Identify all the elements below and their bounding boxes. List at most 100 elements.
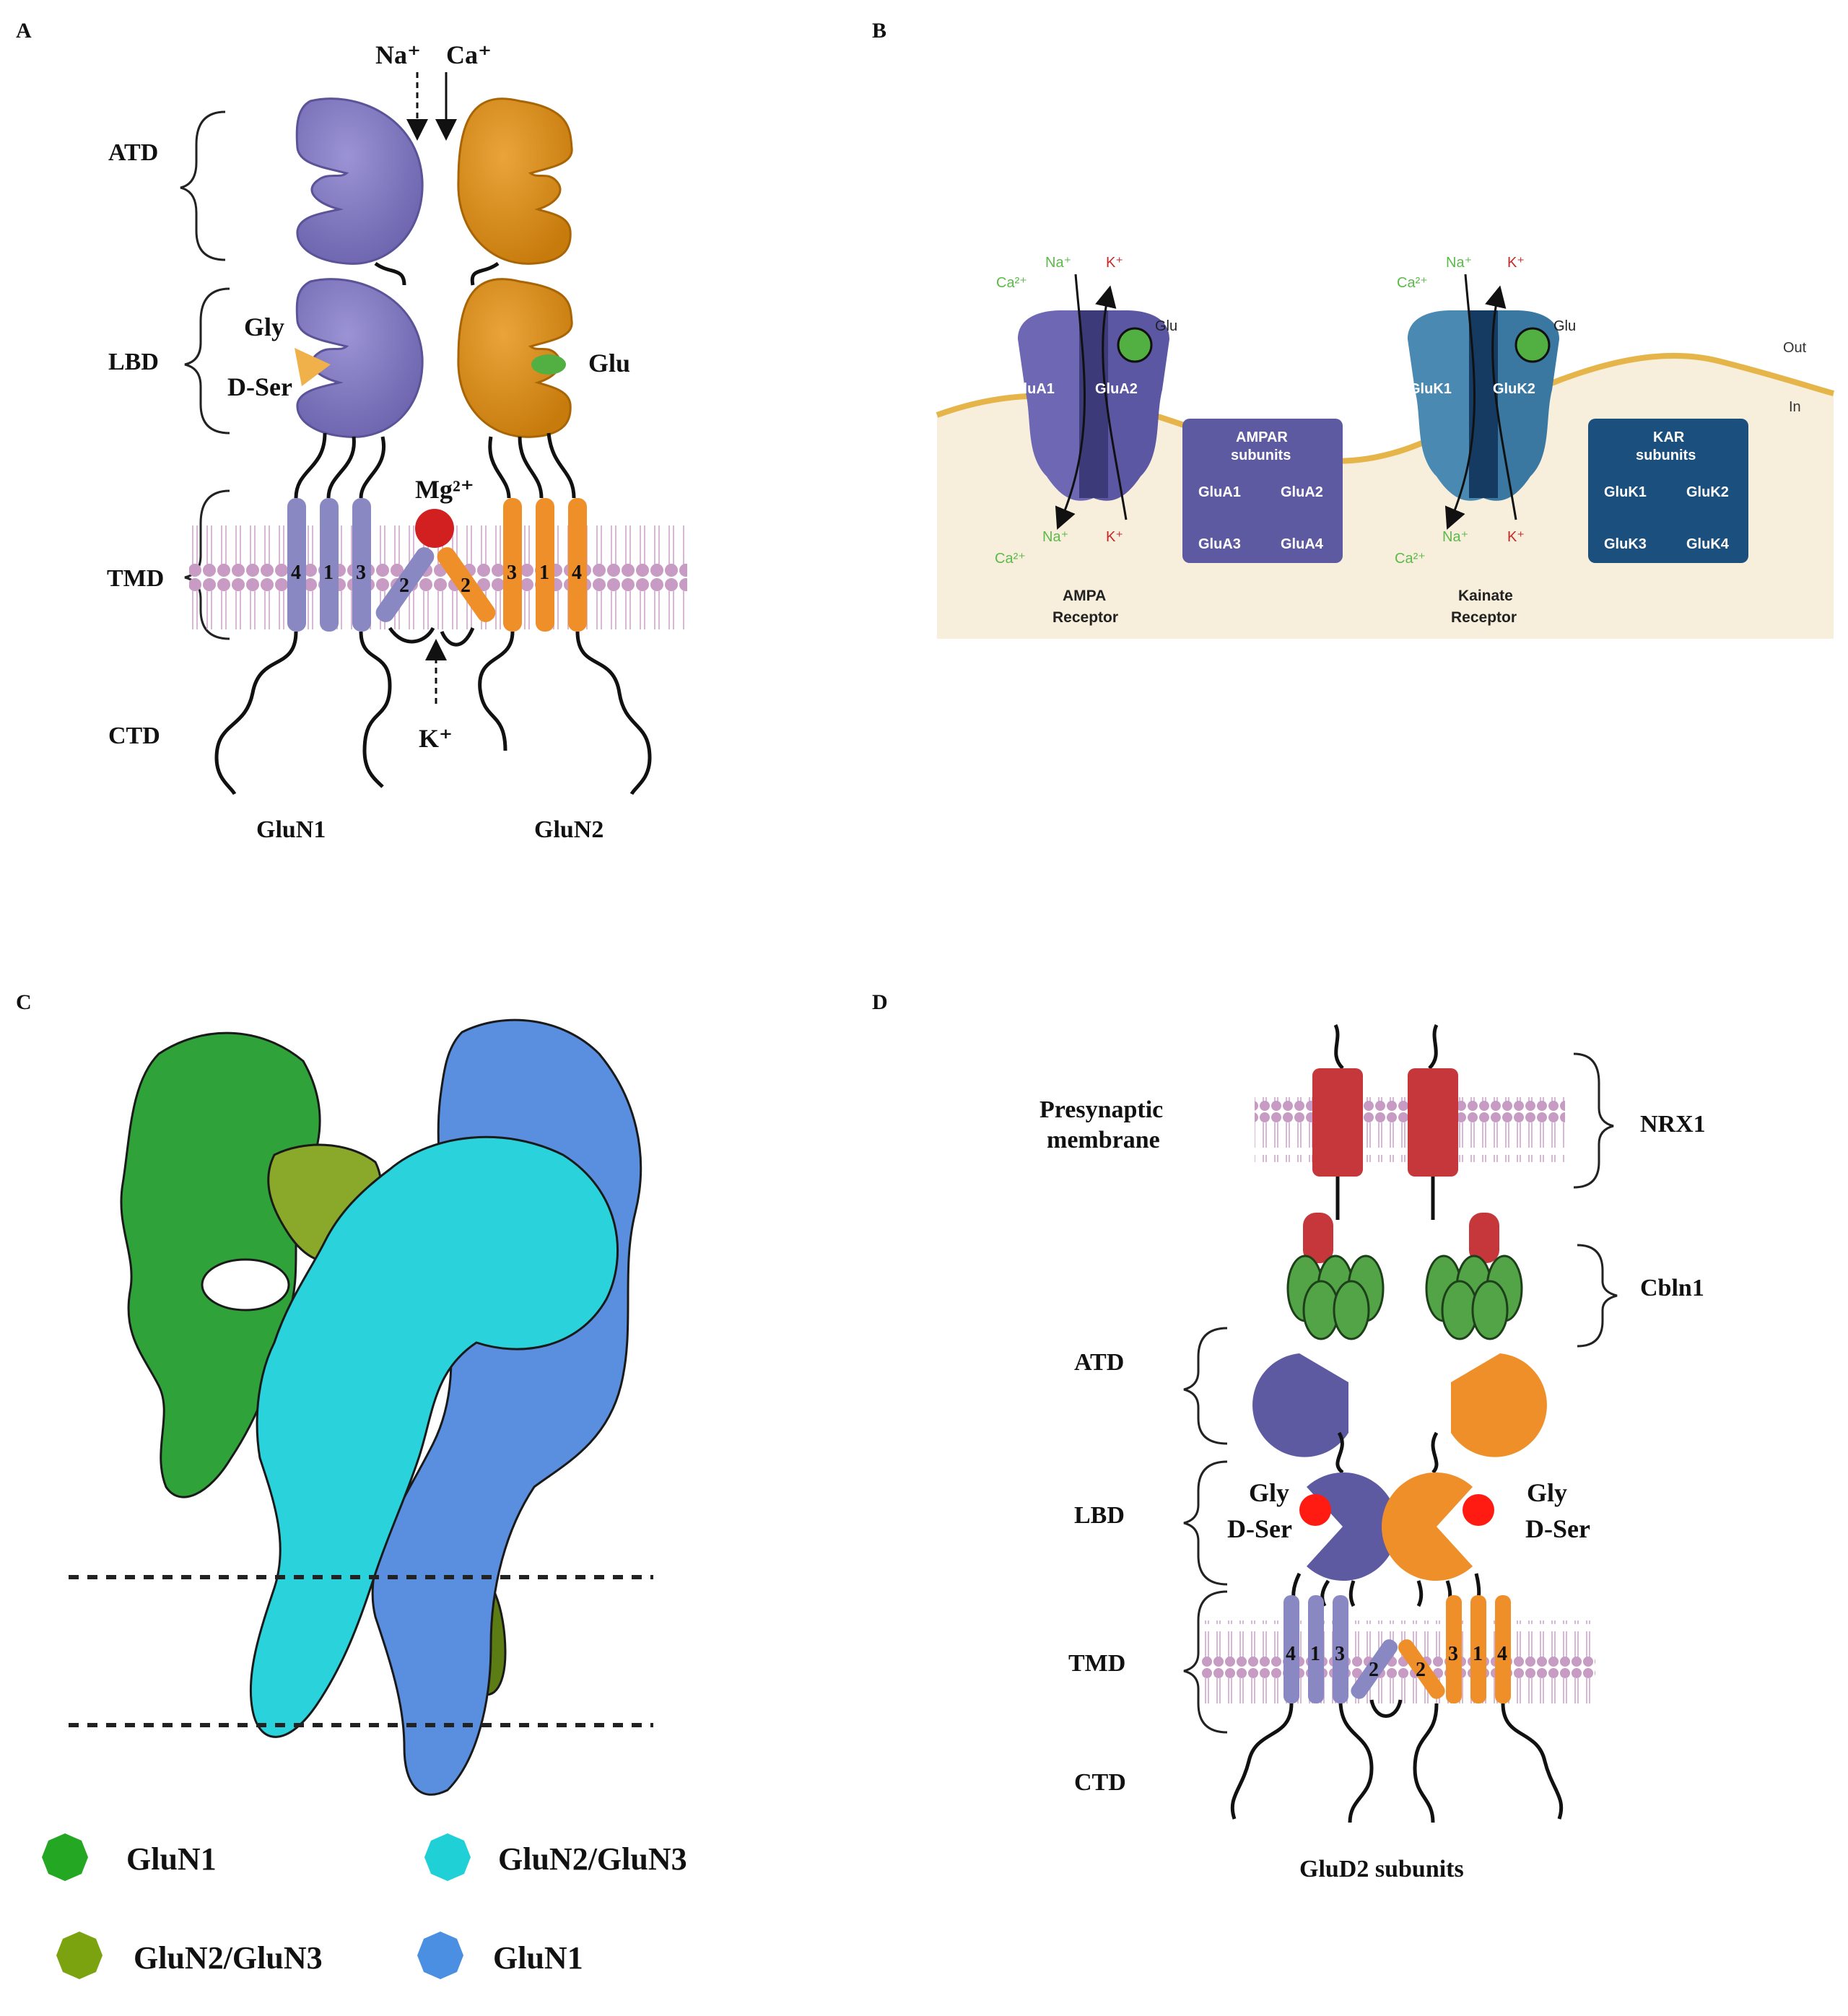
kar-box-title-2: subunits <box>1636 448 1696 463</box>
kainate-k-out: K⁺ <box>1507 255 1525 271</box>
kainate-caption-2: Receptor <box>1451 609 1517 626</box>
panel-b: B Out In Glu GluA1 GluA2 Ca²⁺ Na⁺ K⁺ Na⁺… <box>872 19 1834 639</box>
nrx1-right-bridge <box>1469 1213 1499 1263</box>
ampar-glua1: GluA1 <box>1198 484 1241 500</box>
d-right-helix-2 <box>1398 1639 1445 1699</box>
glu-ligand <box>531 354 566 375</box>
ca-label: Ca⁺ <box>446 40 492 69</box>
kainate-na-out: Na⁺ <box>1446 255 1472 271</box>
d-ctd-label: CTD <box>1074 1769 1126 1796</box>
kar-gluk1: GluK1 <box>1604 484 1647 500</box>
atd-label: ATD <box>108 139 158 166</box>
d-right-helix-3 <box>1446 1595 1462 1703</box>
panel-d-letter: D <box>872 990 888 1014</box>
tmd-label: TMD <box>107 565 164 592</box>
kar-box-title-1: KAR <box>1653 429 1685 445</box>
d-right-helix-3-label: 3 <box>1448 1643 1458 1665</box>
d-left-linker-3 <box>1348 1580 1356 1607</box>
ctd-label: CTD <box>108 723 160 749</box>
mg-ion <box>415 509 454 548</box>
gluD2-left-lbd <box>1307 1472 1398 1581</box>
glun1-helix-3 <box>352 498 371 632</box>
cbln1-right <box>1425 1254 1523 1340</box>
glun2-ctd-tail-1 <box>478 631 515 751</box>
kainate-influx-arrow <box>1444 274 1476 530</box>
nrx1-right <box>1408 1068 1458 1177</box>
kainate-glu-label: Glu <box>1553 318 1576 334</box>
d-left-helix-4-label: 4 <box>1286 1643 1296 1665</box>
glu-label: Glu <box>588 349 630 378</box>
nrx1-left-bridge <box>1303 1213 1333 1263</box>
glun1-helix-1-label: 1 <box>323 562 334 584</box>
kainate-glu-ligand <box>1514 327 1551 363</box>
ampar-subunits-box <box>1182 419 1343 563</box>
nrx1-left <box>1312 1068 1363 1177</box>
kar-subunits-box <box>1588 419 1748 563</box>
d-left-atd-lbd-linker <box>1335 1431 1344 1474</box>
d-left-helix-4 <box>1283 1595 1299 1703</box>
glun2-helix-2-label: 2 <box>461 575 471 597</box>
glun2-lbd-linker-2 <box>518 436 544 499</box>
presynaptic-label-2: membrane <box>1047 1127 1160 1153</box>
legend-swatch-glun2-cyan <box>424 1833 471 1881</box>
glun1-helix-3-label: 3 <box>356 562 366 584</box>
mg-label: Mg²⁺ <box>415 475 474 504</box>
in-label: In <box>1789 399 1801 415</box>
d-gly-right: Gly <box>1527 1478 1567 1507</box>
gluk2-label: GluK2 <box>1493 381 1535 397</box>
ampar-box-title-1: AMPAR <box>1236 429 1288 445</box>
nrx1-label: NRX1 <box>1640 1111 1706 1138</box>
panel-c: C GluN1 GluN2/GluN3 GluN2/GluN3 GluN1 <box>16 990 687 1979</box>
glun2-inner-loop <box>440 627 475 647</box>
glun2-atd-lobe <box>457 97 573 265</box>
kar-gluk3: GluK3 <box>1604 536 1647 552</box>
ampar-box-title-2: subunits <box>1231 448 1291 463</box>
d-tmd-brace <box>1183 1590 1228 1734</box>
atd-brace <box>180 110 226 261</box>
ampar-glua4: GluA4 <box>1281 536 1324 552</box>
ampa-ca-out: Ca²⁺ <box>996 275 1027 291</box>
d-left-helix-2 <box>1351 1639 1398 1699</box>
ampa-caption-2: Receptor <box>1052 609 1118 626</box>
kainate-k-in: K⁺ <box>1507 529 1525 545</box>
glun1-lbd-linker-1 <box>294 432 327 499</box>
glua1-label: GluA1 <box>1012 381 1055 397</box>
d-left-helix-2-label: 2 <box>1369 1659 1379 1681</box>
glun2-ctd-tail-2 <box>575 631 652 795</box>
d-atd-brace <box>1183 1327 1228 1445</box>
glun2-helix-1-label: 1 <box>539 562 549 584</box>
legend-swatch-glun1-blue <box>417 1932 463 1979</box>
glun2-helix-4 <box>568 498 587 632</box>
gly-label: Gly <box>244 313 284 341</box>
gluD2-right-ligand <box>1463 1494 1494 1526</box>
d-atd-label: ATD <box>1074 1349 1124 1376</box>
cbln1-label: Cbln1 <box>1640 1275 1704 1301</box>
glua2-subunit <box>1094 310 1169 501</box>
gluD2-right-atd <box>1451 1353 1547 1457</box>
legend-label-glun1-green: GluN1 <box>126 1841 217 1877</box>
panel-b-letter: B <box>872 19 886 43</box>
ampa-influx-arrow <box>1055 274 1086 530</box>
ampa-ca-in: Ca²⁺ <box>995 551 1026 567</box>
lbd-label: LBD <box>108 349 159 375</box>
d-right-helix-1 <box>1470 1595 1486 1703</box>
lbd-brace <box>184 287 230 435</box>
d-left-ctd-tail-1 <box>1230 1703 1294 1820</box>
ampa-glu-ligand <box>1117 327 1153 363</box>
green-subunit-cavity <box>201 1258 290 1312</box>
ampa-pore <box>1079 310 1108 498</box>
glun2-helix-3-label: 3 <box>507 562 517 584</box>
out-label: Out <box>1783 340 1807 356</box>
glun2-lbd-lobe <box>457 278 573 438</box>
presynaptic-label-1: Presynaptic <box>1040 1096 1163 1123</box>
gly-dser-ligand <box>295 348 331 386</box>
kainate-pore <box>1469 310 1498 498</box>
d-left-helix-1 <box>1308 1595 1324 1703</box>
d-right-helix-4 <box>1495 1595 1511 1703</box>
legend-label-glun2-cyan: GluN2/GluN3 <box>498 1841 687 1877</box>
kainate-na-in: Na⁺ <box>1442 529 1468 545</box>
glun2-helix-3 <box>503 498 522 632</box>
d-dser-left: D-Ser <box>1227 1514 1292 1543</box>
d-right-helix-4-label: 4 <box>1497 1643 1507 1665</box>
